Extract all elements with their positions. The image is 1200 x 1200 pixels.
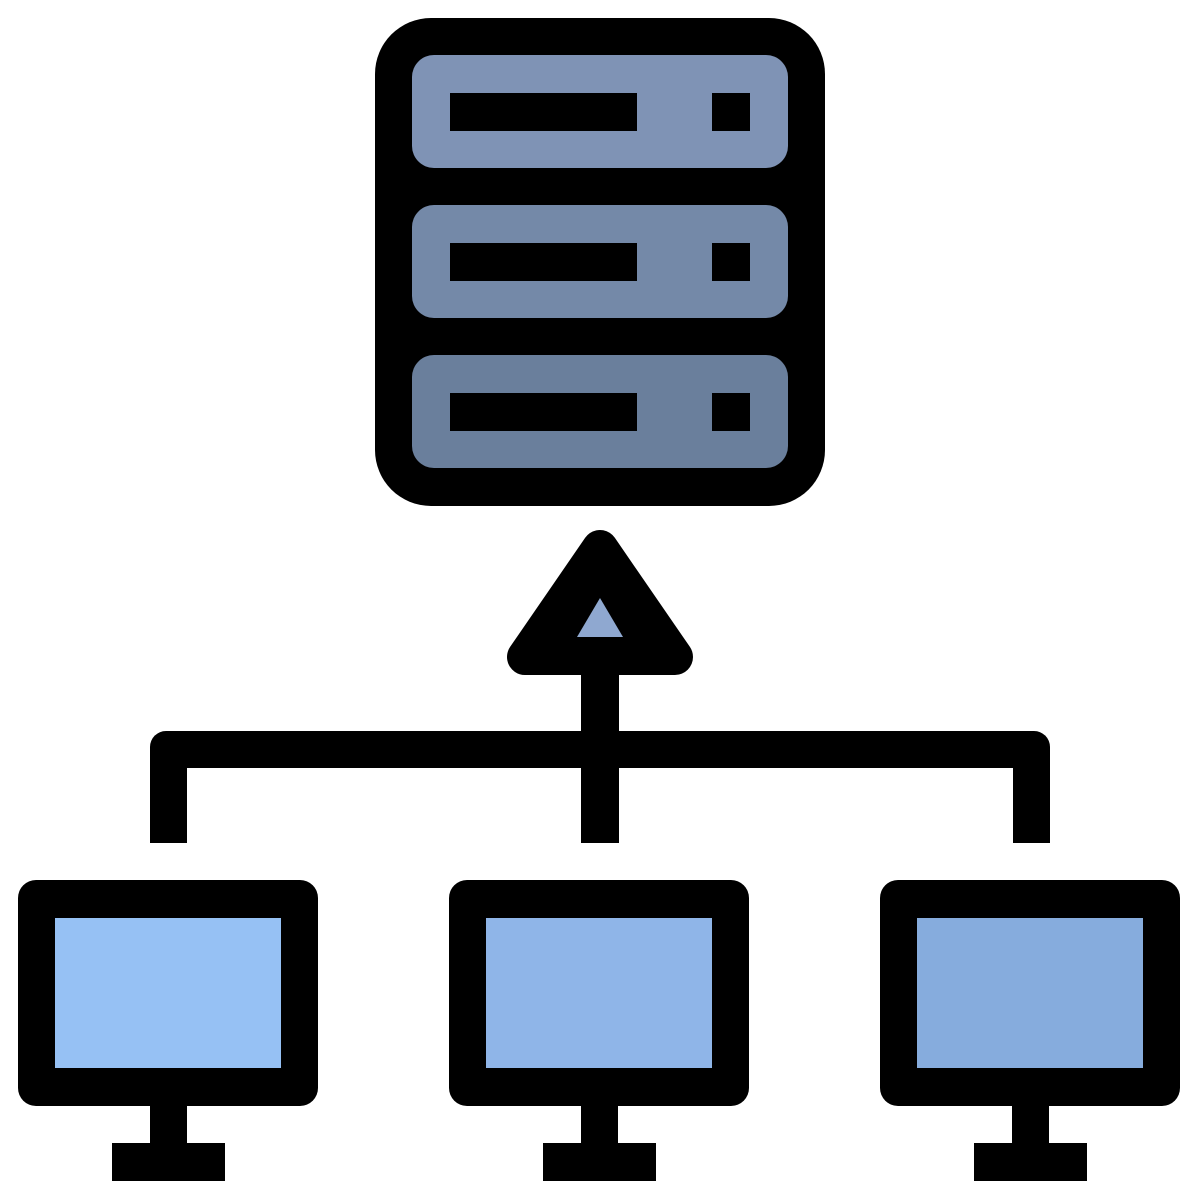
left-connector <box>150 750 187 843</box>
monitor-screen <box>917 918 1143 1068</box>
server-unit-1 <box>412 55 788 168</box>
monitor-stand <box>1012 1100 1049 1148</box>
monitor-base <box>974 1143 1087 1181</box>
status-light-icon <box>712 93 750 131</box>
drive-slot-icon <box>450 393 637 431</box>
status-light-icon <box>712 243 750 281</box>
drive-slot-icon <box>450 93 637 131</box>
server-rack-icon <box>375 18 825 506</box>
computer-3 <box>880 880 1180 1181</box>
monitor-base <box>112 1143 225 1181</box>
server-unit-2 <box>412 205 788 318</box>
horizontal-connector <box>150 731 1050 768</box>
upload-arrow-icon <box>507 530 693 843</box>
arrow-head-fill <box>577 598 623 637</box>
monitor-stand <box>581 1100 618 1148</box>
server-unit-3 <box>412 355 788 468</box>
drive-slot-icon <box>450 243 637 281</box>
monitor-base <box>543 1143 656 1181</box>
computer-1 <box>18 880 318 1181</box>
monitor-stand <box>150 1100 187 1148</box>
status-light-icon <box>712 393 750 431</box>
connector-lines <box>150 731 1050 843</box>
monitor-screen <box>55 918 281 1068</box>
monitor-screen <box>486 918 712 1068</box>
right-connector <box>1013 750 1050 843</box>
computer-2 <box>449 880 749 1181</box>
